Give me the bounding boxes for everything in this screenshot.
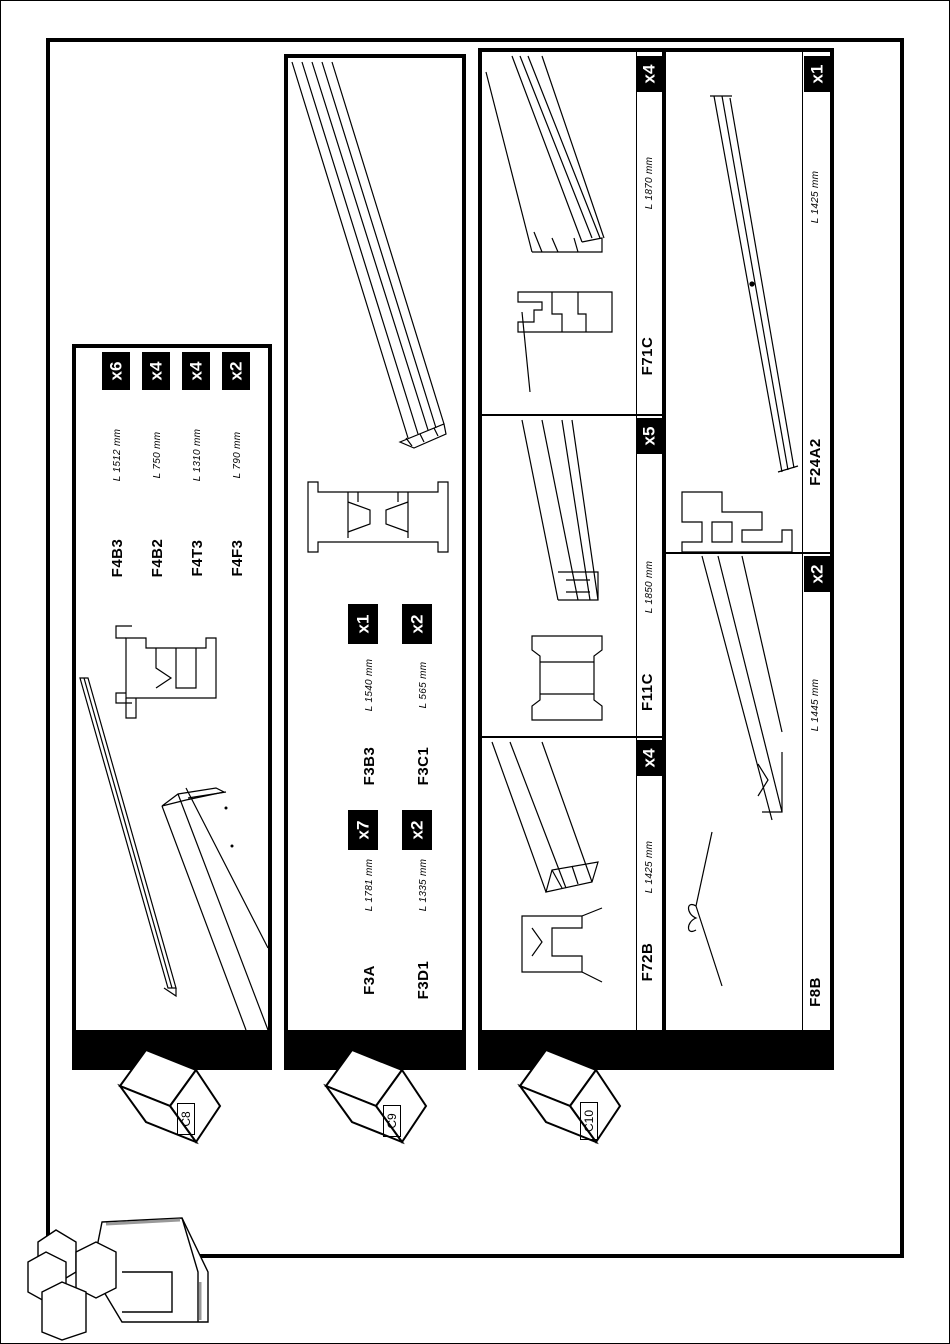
carton-c8-label: C8 — [177, 1103, 195, 1135]
assembly-thumbnail-icon — [12, 1212, 212, 1342]
carton-c9-icon — [322, 1046, 432, 1146]
c10-qty-f11c: x5 — [636, 418, 662, 454]
c10-length-f8b: L 1445 mm — [809, 667, 823, 743]
c9-panel: F3A L 1781 mm x7 F3B3 L 1540 mm x1 F3D1 … — [284, 54, 466, 1034]
c9-qty-2: x1 — [348, 604, 378, 644]
c10-code-f24a2: F24A2 — [806, 432, 826, 492]
c10-length-f11c: L 1850 mm — [643, 549, 657, 625]
c10-code-f71c: F71C — [638, 326, 658, 386]
carton-c9-label: C9 — [383, 1105, 401, 1137]
c9-code-3: F3D1 — [414, 950, 434, 1010]
c8-qty-2: x4 — [142, 352, 170, 390]
c9-code-4: F3C1 — [414, 736, 434, 796]
c10-qty-f71c: x4 — [636, 56, 662, 92]
c10-panel: F72B L 1425 mm x4 F11C L 1850 mm x5 F71C… — [478, 48, 834, 1034]
c8-qty-4: x2 — [222, 352, 250, 390]
c10-qty-f8b: x2 — [804, 556, 830, 592]
c8-code-3: F4T3 — [188, 528, 208, 588]
c10-length-f72b: L 1425 mm — [643, 829, 657, 905]
c9-length-3: L 1335 mm — [417, 847, 431, 923]
c10-qty-f72b: x4 — [636, 740, 662, 776]
c10-length-f24a2: L 1425 mm — [809, 159, 823, 235]
c9-qty-1: x7 — [348, 810, 378, 850]
c10-code-f11c: F11C — [638, 662, 658, 722]
c9-length-2: L 1540 mm — [363, 647, 377, 723]
c10-qty-f24a2: x1 — [804, 56, 830, 92]
carton-c10-icon — [516, 1046, 626, 1146]
c8-qty-1: x6 — [102, 352, 130, 390]
c10-code-f72b: F72B — [638, 932, 658, 992]
c8-panel: F4B3 L 1512 mm x6 F4B2 L 750 mm x4 F4T3 … — [72, 344, 272, 1034]
c8-length-3: L 1310 mm — [191, 417, 205, 493]
c8-length-4: L 790 mm — [231, 417, 245, 493]
c8-code-2: F4B2 — [148, 528, 168, 588]
carton-c8-icon — [116, 1046, 226, 1146]
c8-length-2: L 750 mm — [151, 417, 165, 493]
c8-code-4: F4F3 — [228, 528, 248, 588]
c8-code-1: F4B3 — [108, 528, 128, 588]
c8-qty-3: x4 — [182, 352, 210, 390]
c9-code-2: F3B3 — [360, 736, 380, 796]
c9-length-4: L 565 mm — [417, 647, 431, 723]
carton-c10-label: C10 — [580, 1102, 598, 1140]
c10-code-f8b: F8B — [806, 962, 826, 1022]
c10-length-f71c: L 1870 mm — [643, 145, 657, 221]
c9-qty-3: x2 — [402, 810, 432, 850]
c9-code-1: F3A — [360, 950, 380, 1010]
c9-qty-4: x2 — [402, 604, 432, 644]
c8-length-1: L 1512 mm — [111, 417, 125, 493]
c9-length-1: L 1781 mm — [363, 847, 377, 923]
